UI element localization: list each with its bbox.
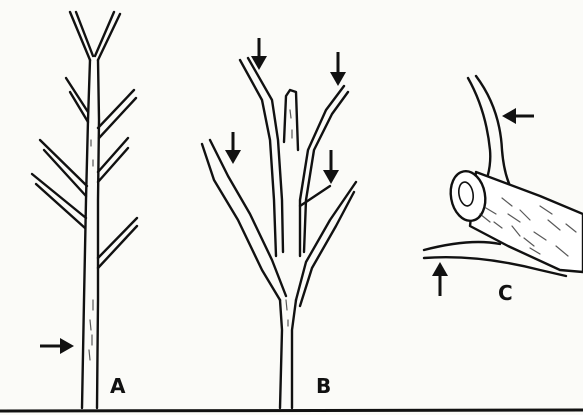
arrow-c-upper: [502, 108, 534, 124]
tree-b: [202, 58, 356, 408]
panel-label-a: A: [110, 376, 125, 396]
arrow-a-trunk: [40, 338, 74, 354]
arrow-b-right: [323, 150, 339, 184]
tree-a-branch: [66, 78, 88, 112]
tree-a: [32, 12, 137, 408]
branch-detail-c: [424, 76, 583, 276]
panel-label-c: C: [498, 283, 513, 303]
arrow-c-lower: [432, 262, 448, 296]
panel-label-b: B: [316, 376, 331, 396]
arrow-b-top-right: [330, 52, 346, 86]
tree-b-trunk: [280, 300, 282, 408]
ground-line: [0, 410, 583, 411]
arrow-b-left: [225, 132, 241, 164]
